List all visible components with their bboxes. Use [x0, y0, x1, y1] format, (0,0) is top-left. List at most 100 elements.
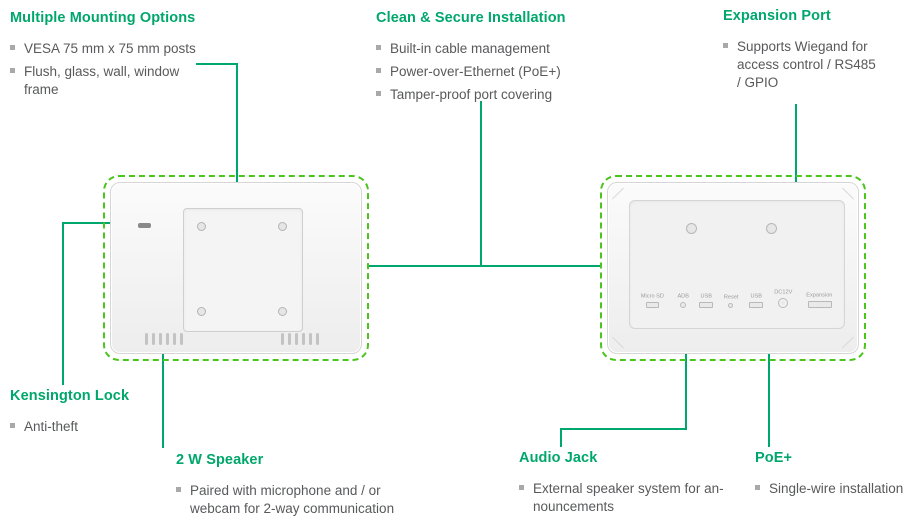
callout-title-expansion: Expansion Port: [723, 8, 831, 24]
callout-audio: Audio Jack External speaker system for a…: [519, 450, 759, 516]
bullet-item: Supports Wiegand for access control / RS…: [723, 38, 913, 91]
connector-kensington-vertical: [62, 222, 64, 385]
corner-chamfer: [841, 336, 855, 349]
callout-title-poe: PoE+: [755, 450, 793, 466]
bullet-marker: [10, 423, 15, 428]
microsd-port: Micro SD: [638, 293, 667, 308]
port-label: USB: [750, 293, 762, 300]
bullet-marker: [176, 487, 181, 492]
port-label: Reset: [723, 294, 739, 301]
bullet-text: Supports Wiegand for access control / RS…: [737, 39, 876, 90]
connector-kensington-horizontal: [62, 222, 135, 224]
bullet-marker: [723, 43, 728, 48]
port-label: ADB: [676, 293, 689, 300]
connector-poe-vertical: [768, 312, 770, 447]
callout-poe: PoE+ Single-wire installation: [755, 450, 915, 498]
right-device-rear: Micro SD ADB USB Reset: [607, 182, 859, 354]
bullet-text: Tamper-proof port covering: [390, 86, 553, 102]
vesa-mount-plate: [183, 208, 303, 332]
callout-title-audio: Audio Jack: [519, 450, 598, 466]
usb-port: USB: [698, 293, 713, 308]
port-label: Micro SD: [640, 293, 664, 300]
right-device-highlight-frame: Micro SD ADB USB Reset: [600, 175, 866, 361]
speaker-grille-right: [281, 333, 319, 345]
bullet-text: Power-over-Ethernet (PoE+): [390, 63, 561, 79]
connector-mounting-horizontal: [196, 63, 238, 65]
callout-title-mounting: Multiple Mounting Options: [10, 10, 196, 26]
bullet-item: External speaker system for an- nounceme…: [519, 480, 759, 516]
connector-audio-vertical-2: [560, 428, 562, 447]
speaker-grille-left: [145, 333, 183, 345]
connector-installation-vertical: [480, 101, 482, 267]
connector-audio-vertical-1: [685, 312, 687, 430]
connector-speaker-vertical: [162, 344, 164, 448]
adb-port: ADB: [676, 293, 690, 308]
dc12v-port: DC12V: [772, 289, 795, 308]
corner-chamfer: [611, 187, 625, 200]
rear-access-panel: Micro SD ADB USB Reset: [629, 200, 845, 329]
vesa-screw-hole: [278, 222, 287, 231]
left-device-rear: [110, 182, 362, 354]
callout-bullets-audio: External speaker system for an- nounceme…: [519, 480, 759, 516]
callout-title-speaker: 2 W Speaker: [176, 452, 264, 468]
callout-speaker: 2 W Speaker Paired with microphone and /…: [176, 452, 446, 518]
callout-bullets-kensington: Anti-theft: [10, 418, 190, 436]
callout-bullets-installation: Built-in cable management Power-over-Eth…: [376, 40, 616, 103]
bullet-item: Anti-theft: [10, 418, 190, 436]
vesa-screw-hole: [197, 222, 206, 231]
bullet-text: Single-wire installation: [769, 481, 904, 496]
bullet-item: VESA 75 mm x 75 mm posts: [10, 40, 250, 58]
left-device-highlight-frame: [103, 175, 369, 361]
callout-bullets-speaker: Paired with microphone and / or webcam f…: [176, 482, 446, 518]
port-row: Micro SD ADB USB Reset: [638, 289, 836, 308]
bullet-marker: [376, 45, 381, 50]
callout-bullets-poe: Single-wire installation: [755, 480, 915, 498]
bullet-text: Paired with microphone and / or webcam f…: [190, 483, 395, 516]
bullet-item: Built-in cable management: [376, 40, 616, 58]
corner-chamfer: [841, 187, 855, 200]
bullet-item: Power-over-Ethernet (PoE+): [376, 63, 616, 81]
bullet-item: Single-wire installation: [755, 480, 915, 498]
bullet-marker: [755, 485, 760, 490]
callout-mounting: Multiple Mounting Options VESA 75 mm x 7…: [10, 10, 250, 98]
bullet-marker: [376, 90, 381, 96]
bullet-text: Anti-theft: [24, 419, 79, 434]
usb-slot-icon: [698, 302, 713, 308]
bullet-text: Built-in cable management: [390, 41, 550, 56]
reset-pinhole: Reset: [722, 294, 740, 308]
port-label: DC12V: [774, 289, 793, 296]
connector-audio-horizontal: [560, 428, 687, 430]
callout-installation: Clean & Secure Installation Built-in cab…: [376, 10, 616, 103]
adb-hole-icon: [679, 302, 686, 308]
panel-screw-hole: [686, 223, 697, 234]
callout-bullets-expansion: Supports Wiegand for access control / RS…: [723, 38, 913, 91]
connector-installation-horizontal: [369, 265, 600, 267]
dc-jack-icon: [778, 298, 789, 308]
connector-mounting-vertical: [236, 63, 238, 230]
bullet-item: Flush, glass, wall, window frame: [10, 63, 250, 99]
usb-port: USB: [749, 293, 764, 308]
bullet-text: VESA 75 mm x 75 mm posts: [24, 41, 196, 56]
bullet-text: External speaker system for an- nounceme…: [533, 481, 724, 514]
bullet-marker: [10, 45, 15, 50]
kensington-lock-slot: [138, 223, 151, 228]
callout-kensington: Kensington Lock Anti-theft: [10, 388, 190, 436]
bullet-text: Flush, glass, wall, window frame: [24, 63, 180, 97]
expansion-slot-icon: [807, 301, 832, 308]
reset-pinhole-icon: [728, 303, 734, 308]
panel-screw-hole: [766, 223, 777, 234]
vesa-screw-hole: [278, 307, 287, 316]
bullet-marker: [376, 67, 381, 73]
callout-title-kensington: Kensington Lock: [10, 388, 130, 404]
port-label: Expansion: [806, 292, 833, 299]
bullet-marker: [519, 485, 524, 490]
bullet-item: Tamper-proof port covering: [376, 86, 616, 104]
usb-slot-icon: [749, 302, 764, 308]
vesa-screw-hole: [197, 307, 206, 316]
corner-chamfer: [611, 336, 625, 349]
callout-expansion: Expansion Port Supports Wiegand for acce…: [723, 8, 913, 91]
bullet-item: Paired with microphone and / or webcam f…: [176, 482, 446, 518]
microsd-slot-icon: [645, 302, 659, 308]
port-label: USB: [700, 293, 712, 300]
